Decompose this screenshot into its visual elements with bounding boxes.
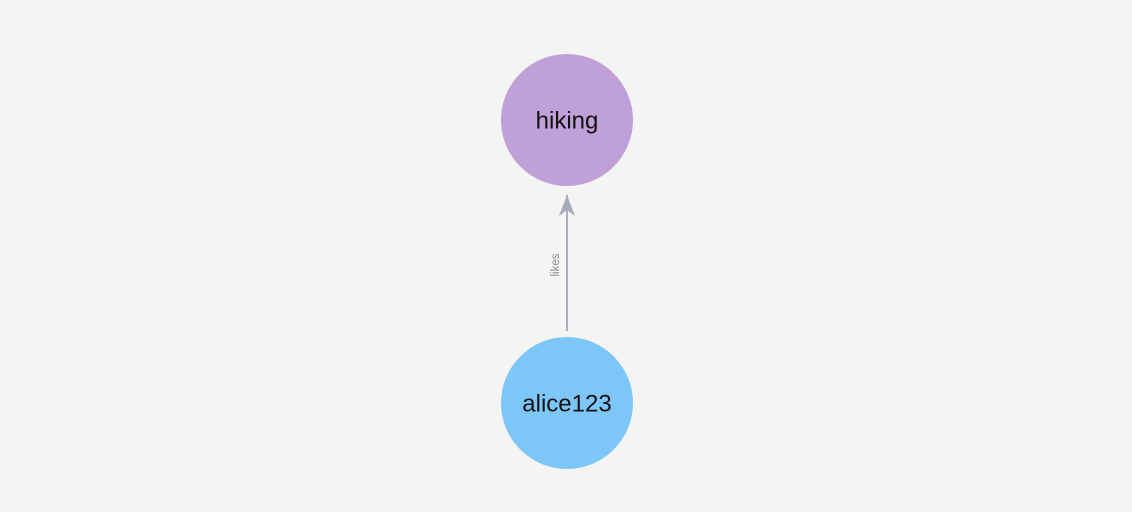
node-alice123-circle[interactable]: [501, 337, 633, 469]
node-hiking-circle[interactable]: [501, 54, 633, 186]
edge-likes-arrowhead: [559, 195, 575, 216]
edge-likes-label: likes: [550, 253, 562, 276]
node-hiking-label: hiking: [536, 107, 599, 134]
node-alice123[interactable]: alice123: [501, 337, 633, 469]
node-hiking[interactable]: hiking: [501, 54, 633, 186]
node-alice123-label: alice123: [522, 390, 611, 417]
edge-likes[interactable]: likes: [550, 195, 575, 331]
